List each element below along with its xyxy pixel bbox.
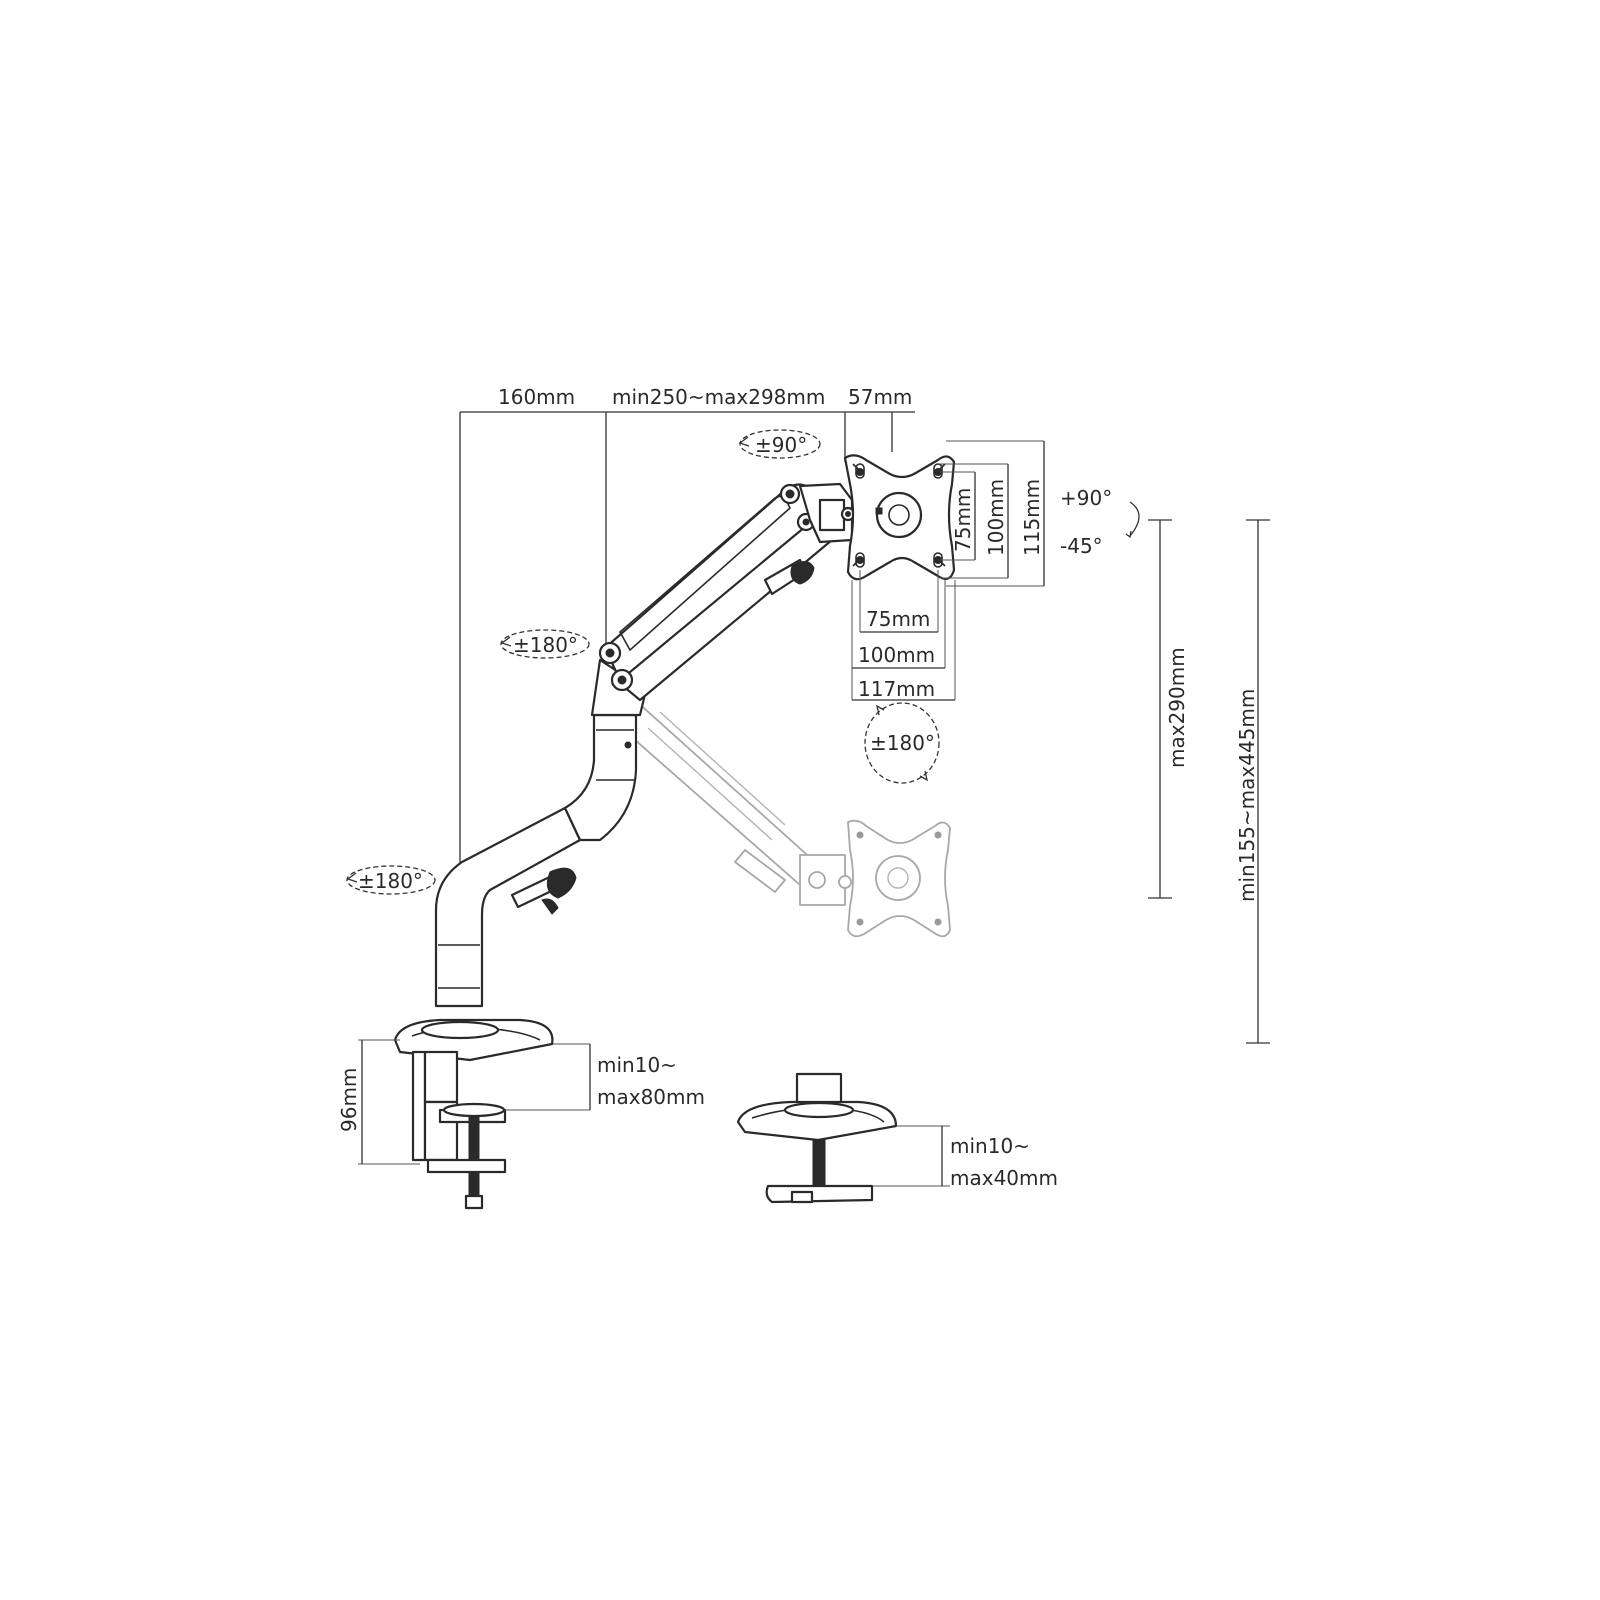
height-lock-knob	[510, 867, 577, 915]
max-height-label: max290mm	[1165, 647, 1189, 768]
desk-clamp	[393, 1018, 554, 1210]
base-swivel-rotation-icon	[346, 865, 436, 895]
tilt-angle-icon	[1125, 501, 1140, 539]
screen-rotation-icon	[864, 702, 940, 784]
vesa-75-vertical-label: 75mm	[951, 488, 975, 552]
vesa-horizontal-dimensions	[851, 570, 956, 701]
vesa-100-vertical-label: 100mm	[984, 479, 1008, 556]
grommet-range-line2: max40mm	[950, 1166, 1058, 1190]
vesa-115-vertical-label: 115mm	[1020, 479, 1044, 556]
clamp-height-label: 96mm	[337, 1068, 361, 1132]
base-offset-label: 160mm	[498, 385, 575, 409]
tilt-down-label: -45°	[1060, 534, 1103, 558]
base-swivel-rotation-label: ±180°	[358, 869, 423, 893]
lowered-arm-ghost	[617, 699, 951, 938]
vesa-75-horizontal-label: 75mm	[866, 607, 930, 631]
height-dimensions	[1148, 519, 1270, 1044]
arm-swivel-rotation-label: ±180°	[513, 633, 578, 657]
lowered-vesa-plate-ghost	[847, 819, 951, 938]
vesa-vertical-dimensions	[940, 440, 1045, 587]
grommet-range-line1: min10~	[950, 1134, 1030, 1158]
tilt-head-joint	[798, 482, 856, 544]
tilt-head-rotation-label: ±90°	[755, 433, 807, 457]
top-dimension-lines	[459, 411, 915, 880]
tilt-up-label: +90°	[1060, 486, 1112, 510]
vesa-100-horizontal-label: 100mm	[858, 643, 935, 667]
arm-swivel-rotation-icon	[500, 629, 590, 659]
clamp-dimensions	[358, 1039, 591, 1165]
clamp-range-line1: min10~	[597, 1053, 677, 1077]
vesa-117-horizontal-label: 117mm	[858, 677, 935, 701]
tension-adjust-knob	[763, 558, 815, 596]
clamp-range-line2: max80mm	[597, 1085, 705, 1109]
pole	[434, 658, 648, 1008]
screen-rotation-label: ±180°	[870, 731, 935, 755]
tilt-head-rotation-icon	[738, 429, 821, 459]
head-offset-label: 57mm	[848, 385, 912, 409]
gas-spring-arm	[598, 483, 834, 702]
arm-reach-label: min250~max298mm	[612, 385, 825, 409]
grommet-dimensions	[872, 1125, 950, 1187]
grommet-mount	[736, 1072, 898, 1204]
vesa-plate	[843, 454, 956, 581]
total-height-range-label: min155~max445mm	[1235, 689, 1259, 902]
